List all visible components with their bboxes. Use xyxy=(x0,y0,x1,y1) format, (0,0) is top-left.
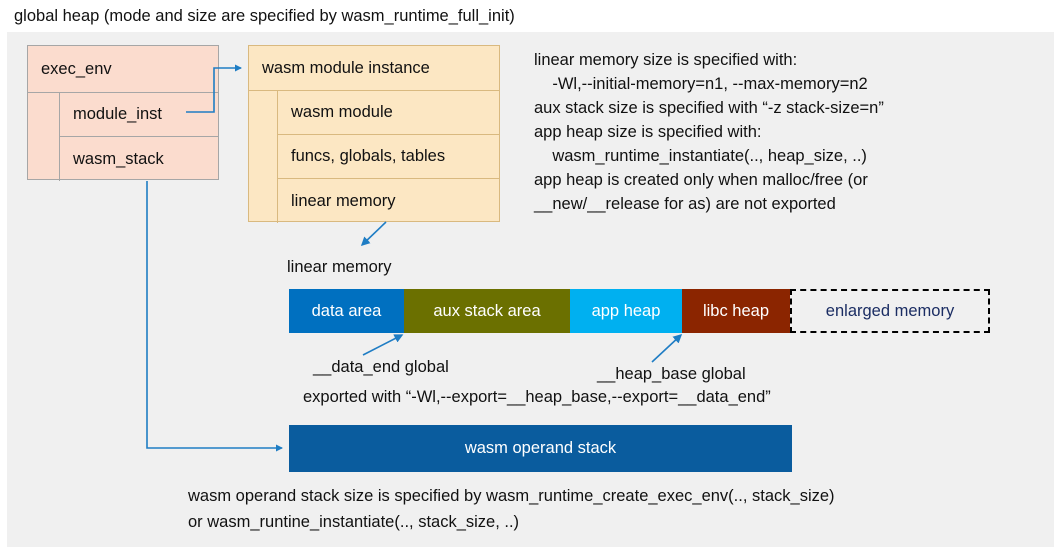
memory-segment-data-area: data area xyxy=(289,289,404,333)
wasm-module-instance-title: wasm module instance xyxy=(249,46,499,91)
exec-env-row-wasm-stack: wasm_stack xyxy=(59,137,218,181)
linear-memory-label: linear memory xyxy=(287,258,392,276)
wasm-module-instance-row-linear-memory: linear memory xyxy=(277,179,499,223)
exec-env-title: exec_env xyxy=(28,46,218,93)
page-title: global heap (mode and size are specified… xyxy=(14,7,515,25)
wasm-module-instance-row-wasm-module: wasm module xyxy=(277,91,499,135)
operand-stack-note: wasm operand stack size is specified by … xyxy=(188,487,835,531)
wasm-module-instance-box: wasm module instance wasm module funcs, … xyxy=(248,45,500,223)
memory-segment-aux-stack-area: aux stack area xyxy=(404,289,570,333)
linear-memory-bar: data area aux stack area app heap libc h… xyxy=(289,289,990,333)
wasm-operand-stack-bar: wasm operand stack xyxy=(289,425,792,472)
memory-segment-libc-heap: libc heap xyxy=(682,289,790,333)
annotation-heap-base-global: __heap_base global xyxy=(597,365,746,383)
linear-memory-note: linear memory size is specified with: -W… xyxy=(534,51,884,213)
memory-segment-app-heap: app heap xyxy=(570,289,682,333)
exec-env-row-module-inst: module_inst xyxy=(59,93,218,137)
annotation-data-end-global: __data_end global xyxy=(313,358,449,376)
annotation-exported-with: exported with “-Wl,--export=__heap_base,… xyxy=(303,388,771,406)
wasm-module-instance-row-funcs-globals-tables: funcs, globals, tables xyxy=(277,135,499,179)
memory-segment-enlarged-memory: enlarged memory xyxy=(790,289,990,333)
exec-env-box: exec_env module_inst wasm_stack xyxy=(27,45,219,181)
